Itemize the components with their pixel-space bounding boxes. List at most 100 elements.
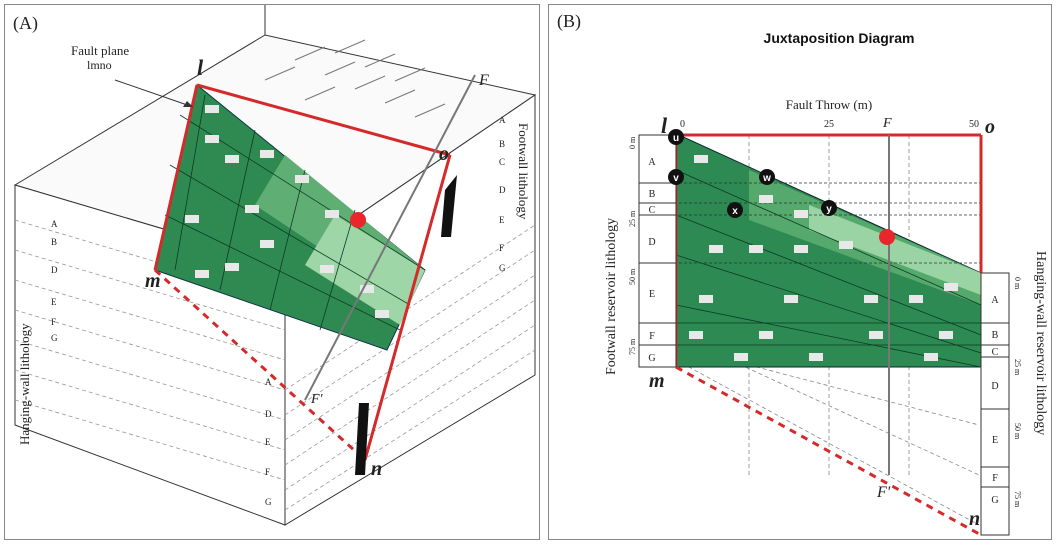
svg-text:B: B — [51, 237, 57, 247]
svg-text:75 m: 75 m — [628, 338, 637, 355]
points — [668, 129, 837, 218]
svg-text:E: E — [51, 297, 57, 307]
f-bottom-label: F' — [876, 484, 891, 501]
svg-text:25 m: 25 m — [628, 210, 637, 227]
plane-grid — [164, 94, 426, 331]
svg-text:F: F — [499, 243, 504, 253]
hanging-unit-labels: A B C D E F G — [991, 295, 999, 506]
svg-text:E: E — [265, 437, 271, 447]
svg-text:G: G — [51, 333, 58, 343]
hanging-depth-labels: 0 m 25 m 50 m 75 m — [1013, 277, 1022, 508]
block-diagram-svg: (A) Fault plane lmno l m n o F F' Hangin… — [13, 5, 537, 526]
fault-plane-name: lmno — [87, 58, 112, 72]
corner-o: o — [439, 143, 449, 165]
fault-plane-pointer — [114, 79, 194, 108]
juxtaposition-band-light — [809, 205, 981, 295]
svg-text:75 m: 75 m — [1013, 491, 1022, 508]
right-layer-lines — [284, 224, 536, 511]
svg-text:B: B — [992, 330, 999, 341]
footwall-label: Footwall lithology — [516, 123, 531, 220]
svg-text:D: D — [51, 265, 58, 275]
svg-text:50 m: 50 m — [628, 268, 637, 285]
fault-plane-title: Fault plane — [71, 43, 129, 58]
svg-text:G: G — [991, 495, 998, 506]
point-v: v — [673, 173, 679, 184]
point-y: y — [826, 204, 832, 215]
corner-m: m — [145, 270, 161, 292]
svg-text:F: F — [265, 467, 270, 477]
svg-text:25 m: 25 m — [1013, 359, 1022, 376]
svg-text:0 m: 0 m — [1013, 277, 1022, 290]
fault-hidden-edge — [675, 365, 982, 537]
footwall-unit-labels: A B C D E F G — [648, 157, 656, 364]
right-unit-labels: A B C D E F G — [499, 115, 506, 273]
corner-l: l — [197, 55, 204, 80]
panel-b-label: (B) — [557, 11, 581, 32]
x-tick-25: 25 — [824, 119, 834, 130]
svg-text:E: E — [499, 215, 505, 225]
f-bottom-label: F' — [310, 392, 324, 407]
svg-text:F: F — [649, 331, 655, 342]
svg-text:A: A — [499, 115, 506, 125]
svg-text:G: G — [648, 353, 655, 364]
front-unit-labels: A D E F G — [265, 377, 272, 507]
juxtaposition-lightest-band — [305, 215, 425, 325]
x-tick-50: 50 — [969, 119, 979, 130]
footwall-up-arrow — [441, 175, 457, 237]
f-top-label: F — [478, 72, 489, 89]
svg-text:A: A — [991, 295, 999, 306]
point-u: u — [673, 133, 679, 144]
svg-text:G: G — [499, 263, 506, 273]
svg-text:A: A — [265, 377, 272, 387]
left-unit-labels: A B D E F G — [51, 219, 58, 343]
fault-plane-hidden-edge — [153, 268, 367, 462]
svg-text:0 m: 0 m — [628, 136, 637, 149]
svg-text:F: F — [992, 473, 998, 484]
svg-text:G: G — [265, 497, 272, 507]
svg-text:D: D — [648, 237, 655, 248]
point-labels: u v w x y — [673, 133, 832, 217]
svg-text:E: E — [649, 289, 655, 300]
top-hatching — [264, 39, 446, 118]
svg-text:C: C — [992, 347, 999, 358]
point-w: w — [762, 173, 771, 184]
intersection-marker — [350, 212, 366, 228]
svg-text:D: D — [499, 185, 506, 195]
svg-text:B: B — [499, 139, 505, 149]
corner-m: m — [649, 370, 665, 392]
footwall-axis-title: Footwall reservoir lithology — [604, 218, 619, 375]
hanging-wall-label: Hanging-wall lithology — [17, 323, 32, 445]
x-axis-title: Fault Throw (m) — [786, 97, 872, 112]
hanging-column — [980, 272, 1010, 536]
point-x: x — [732, 206, 738, 217]
panel-a-block-diagram: (A) Fault plane lmno l m n o F F' Hangin… — [4, 4, 540, 540]
plane-cells — [185, 105, 389, 318]
svg-text:F: F — [51, 317, 56, 327]
footwall-depth-labels: 0 m 25 m 50 m 75 m — [628, 136, 637, 355]
panel-b-juxtaposition-diagram: u v w x y (B) Juxtaposition Diagram Faul… — [548, 4, 1052, 540]
hanging-down-arrow — [355, 403, 369, 475]
footwall-column — [638, 134, 677, 368]
footwall-unit-lines — [654, 182, 981, 264]
panel-a-label: (A) — [13, 13, 38, 34]
svg-text:50 m: 50 m — [1013, 423, 1022, 440]
svg-text:D: D — [265, 409, 272, 419]
x-tick-0: 0 — [680, 119, 685, 130]
corner-n: n — [969, 508, 980, 530]
svg-text:A: A — [51, 219, 58, 229]
hanging-axis-title: Hanging-wall reservoir lithology — [1033, 251, 1048, 435]
svg-text:B: B — [649, 189, 656, 200]
f-top-label: F — [882, 116, 892, 131]
fault-plane-outline — [153, 83, 452, 461]
plane-cells — [689, 155, 958, 361]
svg-text:D: D — [991, 381, 998, 392]
svg-text:C: C — [649, 205, 656, 216]
svg-text:A: A — [648, 157, 656, 168]
juxtaposition-svg: u v w x y (B) Juxtaposition Diagram Faul… — [557, 11, 1048, 537]
svg-text:C: C — [499, 157, 505, 167]
corner-o: o — [985, 116, 995, 138]
corner-l: l — [661, 113, 668, 138]
pointer-arrowhead — [183, 101, 193, 107]
diagram-title: Juxtaposition Diagram — [764, 30, 915, 46]
corner-n: n — [371, 458, 382, 480]
